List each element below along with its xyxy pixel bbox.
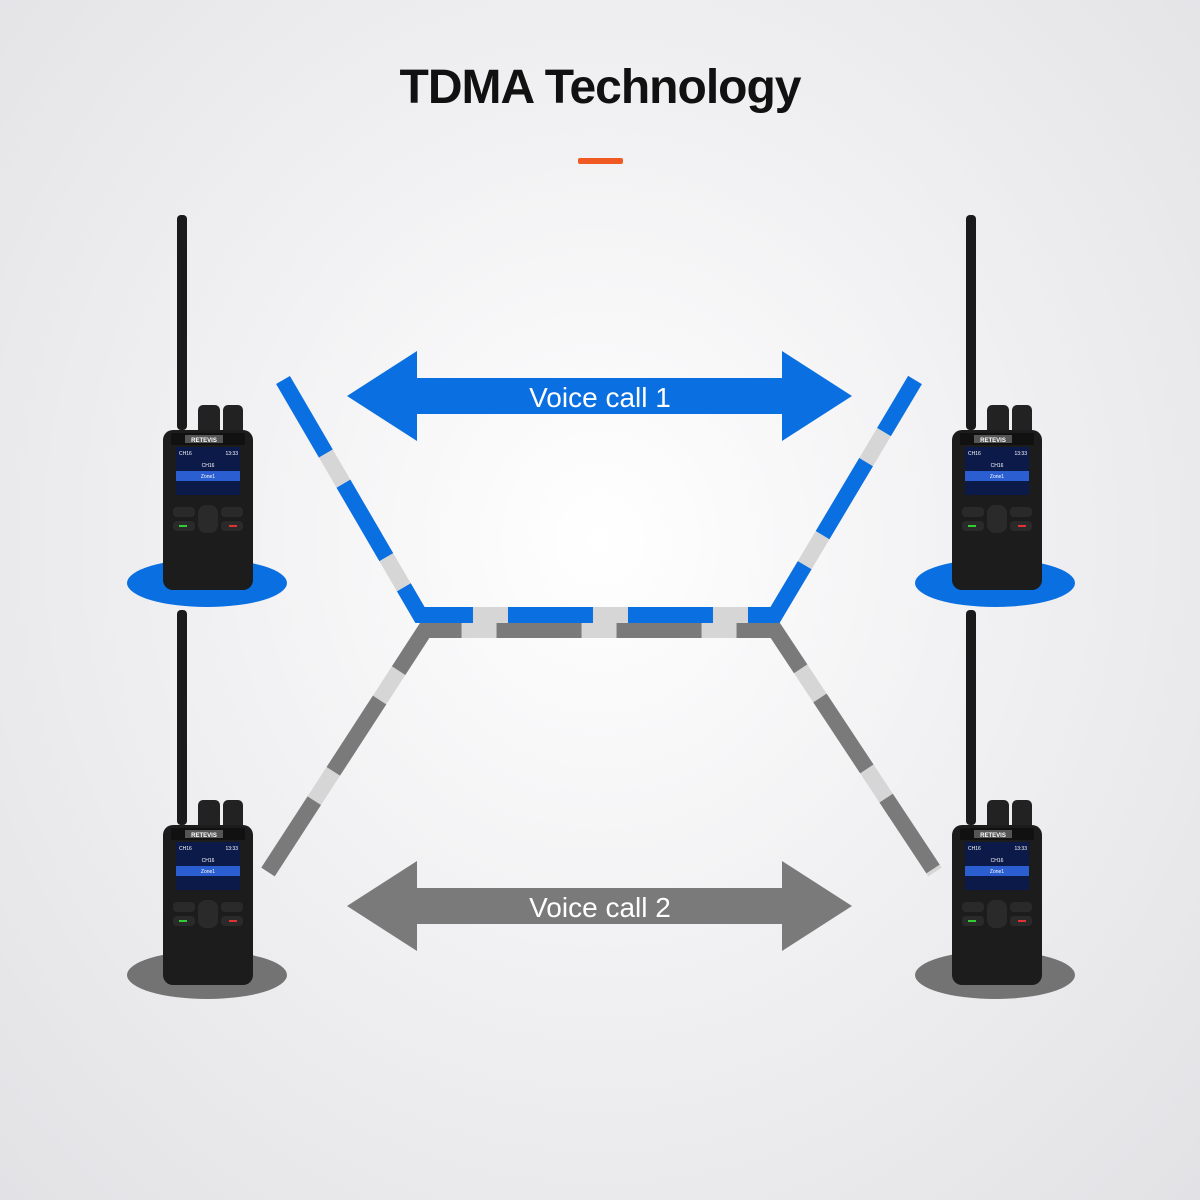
radio-screen-channel-large: CH16 [202,858,215,864]
radio-screen-zone: Zone1 [990,869,1004,875]
radio-screen-zone: Zone1 [201,869,215,875]
radio-screen-time: 13:33 [1014,451,1027,457]
timeslot-path-gray [261,622,942,877]
timeslot-path-blue [276,375,922,623]
voice-call-2-arrow [347,861,852,951]
timeslot-path-gray-base [261,622,942,877]
radio-screen-zone: Zone1 [201,474,215,480]
radio-screen-channel: CH16 [179,451,192,457]
radio-brand-logo: RETEVIS [191,833,217,839]
radio-brand-logo: RETEVIS [980,438,1006,444]
radio-brand-logo: RETEVIS [980,833,1006,839]
radio-bottom-left [163,610,253,985]
radio-screen-channel-large: CH16 [991,463,1004,469]
radio-screen-time: 13:33 [225,846,238,852]
voice-call-2-label: Voice call 2 [529,892,671,923]
title-accent-bar [578,158,623,164]
radio-screen-time: 13:33 [225,451,238,457]
radio-screen-channel: CH16 [179,846,192,852]
radio-screen-channel-large: CH16 [991,858,1004,864]
radio-screen-zone: Zone1 [990,474,1004,480]
voice-call-1-arrow [347,351,852,441]
voice-call-1-label: Voice call 1 [529,382,671,413]
radio-bottom-right [952,610,1042,985]
page-title: TDMA Technology [399,61,802,114]
radio-screen-channel: CH16 [968,846,981,852]
radio-screen-channel-large: CH16 [202,463,215,469]
radio-brand-logo: RETEVIS [191,438,217,444]
radio-top-right [952,215,1042,590]
radio-top-left [163,215,253,590]
radio-screen-channel: CH16 [968,451,981,457]
radio-screen-time: 13:33 [1014,846,1027,852]
